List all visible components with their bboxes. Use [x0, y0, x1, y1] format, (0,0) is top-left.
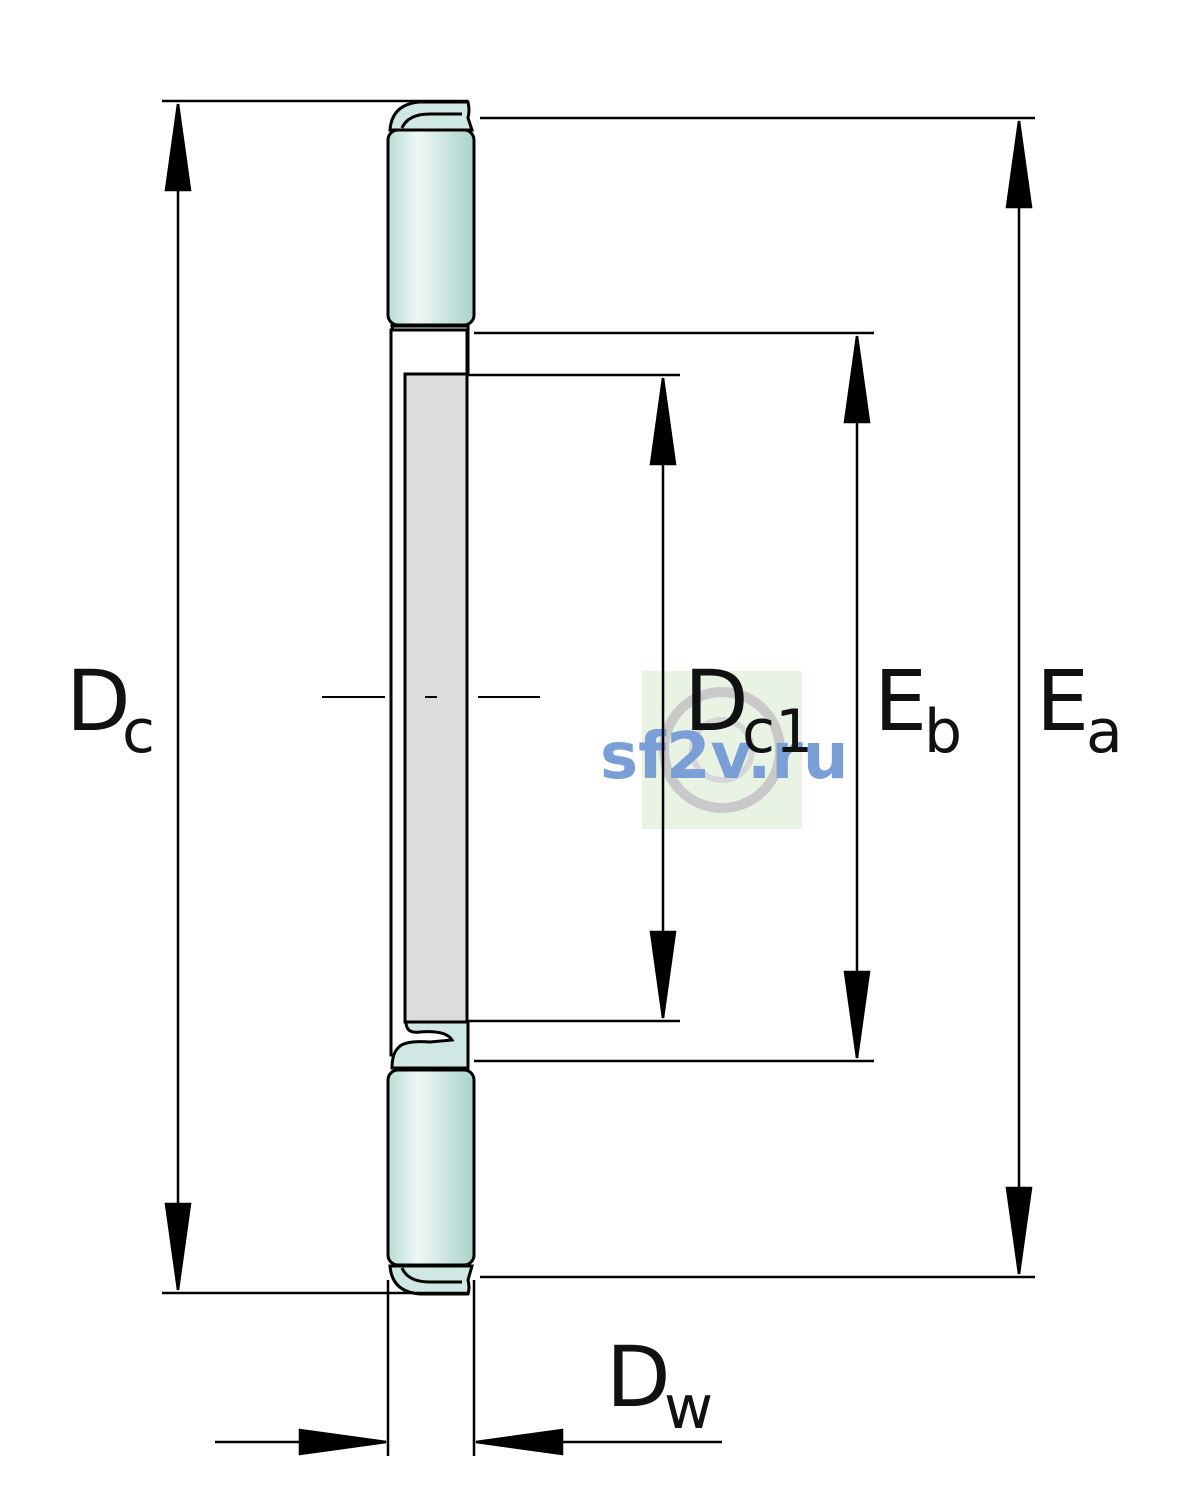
bearing-cross-section — [386, 100, 476, 1296]
label-ea: E a — [1036, 652, 1123, 767]
label-ea-sub: a — [1086, 697, 1123, 767]
watermark: sf2v.ru — [600, 671, 848, 829]
bottom-cage-hook — [388, 1264, 474, 1296]
label-dc-sub: c — [122, 697, 155, 767]
label-dw: D w — [606, 1328, 713, 1443]
label-dc1-sub: c1 — [742, 697, 813, 767]
label-eb-main: E — [874, 652, 927, 750]
extension-lines — [162, 99, 1035, 1456]
watermark-text: sf2v.ru — [600, 720, 848, 794]
label-dc-main: D — [66, 652, 131, 750]
label-eb-sub: b — [924, 697, 962, 767]
label-ea-main: E — [1036, 652, 1089, 750]
label-dc1: D c1 — [684, 652, 813, 767]
top-roller — [386, 128, 476, 327]
label-dc: D c — [66, 652, 155, 767]
label-dw-main: D — [606, 1328, 671, 1426]
bottom-inner-hook — [390, 1020, 470, 1070]
bottom-roller — [386, 1068, 476, 1267]
label-eb: E b — [874, 652, 962, 767]
label-dw-sub: w — [664, 1373, 713, 1443]
label-dc1-main: D — [684, 652, 749, 750]
dimension-lines — [164, 103, 1033, 1456]
